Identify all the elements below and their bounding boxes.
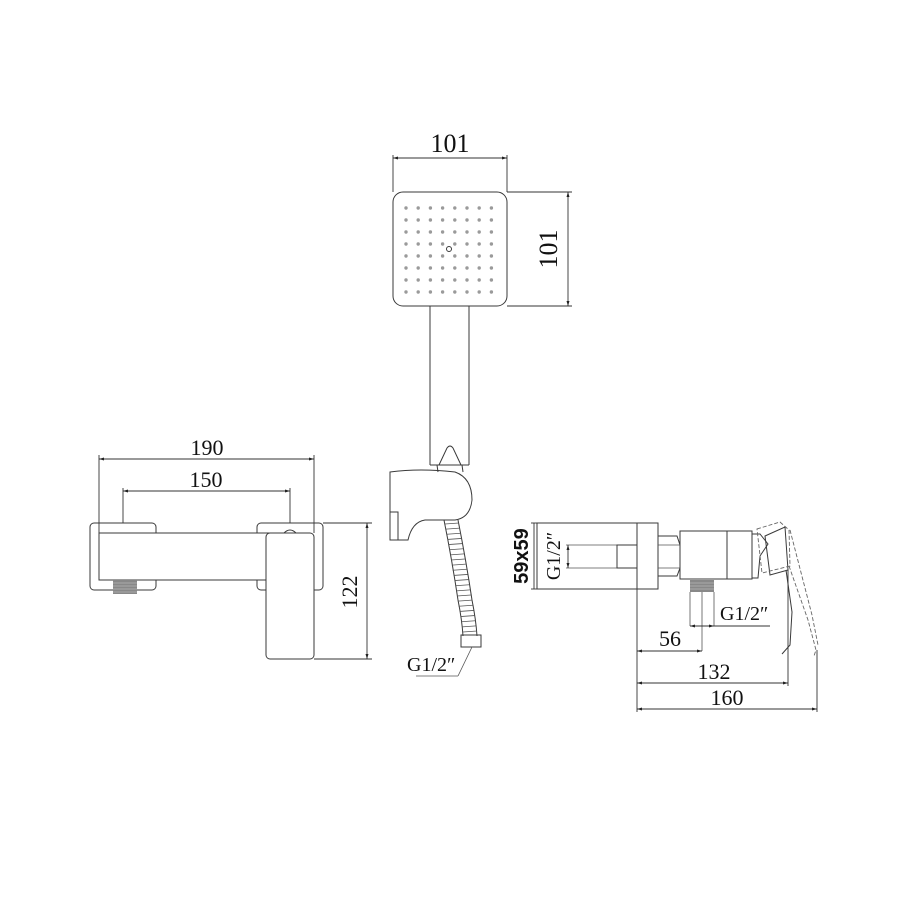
flange-size-dimension: 59x59	[511, 522, 537, 590]
front-height-label: 122	[337, 576, 362, 609]
mixer-side-view	[536, 521, 819, 657]
overall-depth-label: 160	[711, 685, 744, 710]
outlet-thread-dimension: G1/2″	[690, 603, 770, 628]
center-distance-dimension: 150	[122, 467, 291, 523]
head-width-dimension: 101	[392, 129, 508, 192]
overall-width-dimension: 190	[98, 435, 315, 533]
head-height-dimension: 101	[507, 191, 572, 307]
center-distance-label: 150	[190, 467, 223, 492]
inlet-thread-dimension: G1/2″	[543, 532, 570, 580]
center-nozzle	[446, 246, 452, 252]
outlet-thread-label: G1/2″	[720, 603, 768, 625]
shower-head	[392, 191, 508, 307]
hand-shower	[392, 191, 508, 473]
body-depth-dimension: 132	[637, 570, 789, 686]
outlet-offset-label: 56	[659, 626, 681, 651]
nozzle-grid	[404, 206, 494, 294]
inlet-thread-label: G1/2″	[543, 532, 565, 580]
shower-hose	[443, 519, 478, 637]
shower-holder	[389, 469, 473, 541]
mixer-front-view	[89, 522, 324, 660]
outlet-offset-dimension: 56	[636, 589, 702, 712]
overall-depth-dimension: 160	[637, 650, 818, 712]
head-height-label: 101	[534, 230, 563, 269]
hose-nut	[460, 634, 482, 648]
hose-thread-label: G1/2″	[407, 654, 455, 676]
flange-size-label: 59x59	[511, 528, 533, 584]
head-width-label: 101	[431, 129, 470, 158]
overall-width-label: 190	[191, 435, 224, 460]
body-depth-label: 132	[698, 659, 731, 684]
front-height-dimension: 122	[314, 522, 372, 660]
